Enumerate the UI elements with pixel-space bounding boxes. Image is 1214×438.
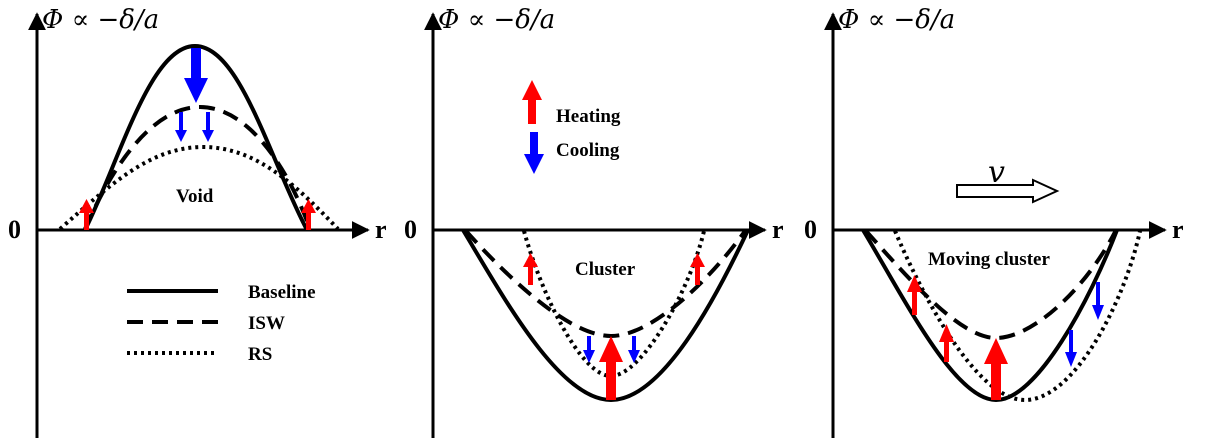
legend-baseline-label: Baseline: [248, 282, 316, 303]
cooling-arrow-legend: [524, 132, 544, 174]
region-label: Cluster: [575, 259, 636, 280]
line-legend: Baseline ISW RS: [127, 282, 316, 365]
heating-arrow: [301, 199, 316, 230]
isw-curve: [864, 229, 1117, 341]
heating-arrow: [690, 253, 705, 285]
zero-label: 0: [404, 215, 417, 244]
x-axis-label: r: [375, 215, 387, 244]
velocity-indicator: v: [956, 155, 1060, 204]
region-label: Void: [176, 186, 214, 207]
heating-arrow: [79, 199, 94, 230]
y-axis-label: Φ ∝ −δ/a: [42, 5, 159, 35]
heating-arrow: [523, 253, 538, 285]
arrow-legend: Heating Cooling: [522, 80, 621, 174]
heating-arrow: [599, 336, 623, 400]
x-axis-label: r: [1172, 215, 1184, 244]
velocity-arrow-icon: [956, 178, 1060, 204]
heating-arrow: [984, 338, 1008, 400]
y-axis-label: Φ ∝ −δ/a: [438, 5, 555, 35]
cooling-legend-label: Cooling: [556, 140, 620, 161]
heating-arrow: [939, 324, 954, 362]
legend-rs-label: RS: [248, 344, 272, 365]
cooling-arrow: [1092, 282, 1104, 320]
baseline-curve: [83, 43, 309, 231]
isw-curve: [83, 104, 312, 230]
cooling-arrow: [628, 336, 640, 363]
isw-curve: [464, 229, 747, 339]
cooling-arrow: [175, 112, 187, 142]
zero-label: 0: [804, 215, 817, 244]
cooling-arrow: [583, 336, 595, 363]
legend-isw-label: ISW: [248, 313, 285, 334]
heating-arrow-legend: [522, 80, 542, 124]
x-axis-label: r: [772, 215, 784, 244]
panel-void: Φ ∝ −δ/a 0 r Void Bas: [8, 5, 387, 438]
zero-label: 0: [8, 215, 21, 244]
cooling-arrow: [184, 48, 208, 103]
cooling-arrow: [202, 112, 214, 142]
panel-cluster: Φ ∝ −δ/a 0 r Cluster Heating Cooling: [404, 5, 784, 438]
panel-moving-cluster: Φ ∝ −δ/a 0 r Moving cluster v: [804, 5, 1184, 438]
y-axis-label: Φ ∝ −δ/a: [838, 5, 955, 35]
heating-legend-label: Heating: [556, 106, 621, 127]
region-label: Moving cluster: [928, 249, 1050, 270]
velocity-label: v: [988, 155, 1005, 190]
rs-curve: [893, 230, 1142, 403]
heating-arrow: [907, 275, 922, 315]
cooling-arrow: [1065, 330, 1077, 367]
